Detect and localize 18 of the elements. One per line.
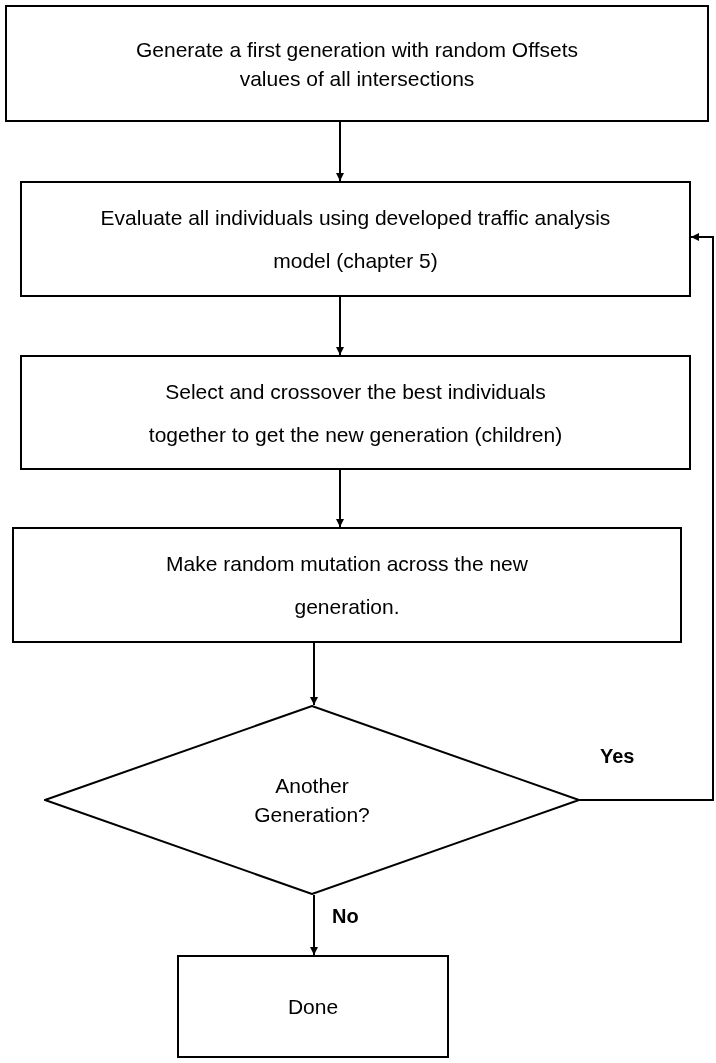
process-box xyxy=(177,955,449,1058)
node-text: Generate a first generation with random Offsets values of all intersections xyxy=(135,36,579,92)
arrow xyxy=(310,894,318,956)
node-text: Evaluate all individuals using developed traffic analysis model (chapter 5) xyxy=(99,205,612,274)
arrow xyxy=(336,469,344,528)
decision-diamond xyxy=(44,705,580,895)
process-box xyxy=(12,527,682,643)
node-text: Select and crossover the best individuals together to get the new generation (children) xyxy=(147,378,564,448)
arrow xyxy=(336,296,344,356)
node-text: Another Generation? xyxy=(253,773,371,828)
process-box xyxy=(5,5,709,122)
node-text: Done xyxy=(286,994,340,1020)
arrow xyxy=(310,642,318,706)
process-box xyxy=(20,181,691,297)
node-text: Make random mutation across the new generation. xyxy=(165,551,529,620)
process-box xyxy=(20,355,691,470)
arrow xyxy=(336,121,344,182)
arrow xyxy=(579,233,714,801)
